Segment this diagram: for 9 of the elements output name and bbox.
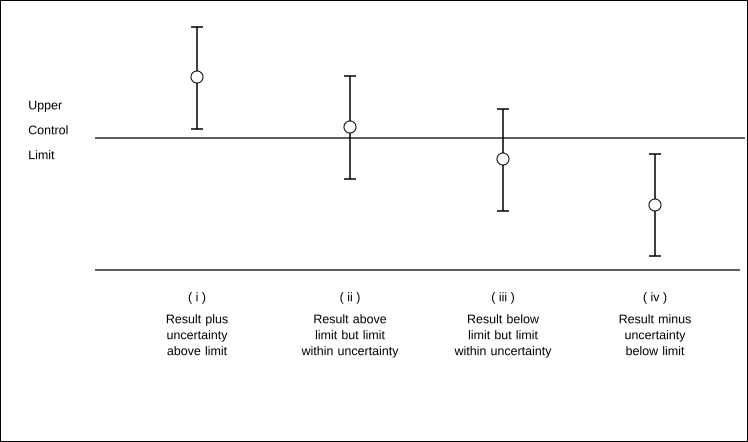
case-number: ( iii ): [492, 292, 514, 304]
case-description: Result above limit but limit within uncertainty: [302, 314, 398, 358]
case-description: Result below limit but limit within uncertainty: [454, 314, 552, 358]
case-description: Result plus uncertainty above limit: [166, 314, 228, 356]
axis-label: Upper Control Limit: [28, 100, 68, 160]
case-number: ( iv ): [644, 292, 666, 304]
case-number: ( i ): [188, 292, 206, 304]
case-description: Result minus uncertainty below limit: [620, 314, 691, 356]
case-number: ( ii ): [340, 292, 360, 304]
